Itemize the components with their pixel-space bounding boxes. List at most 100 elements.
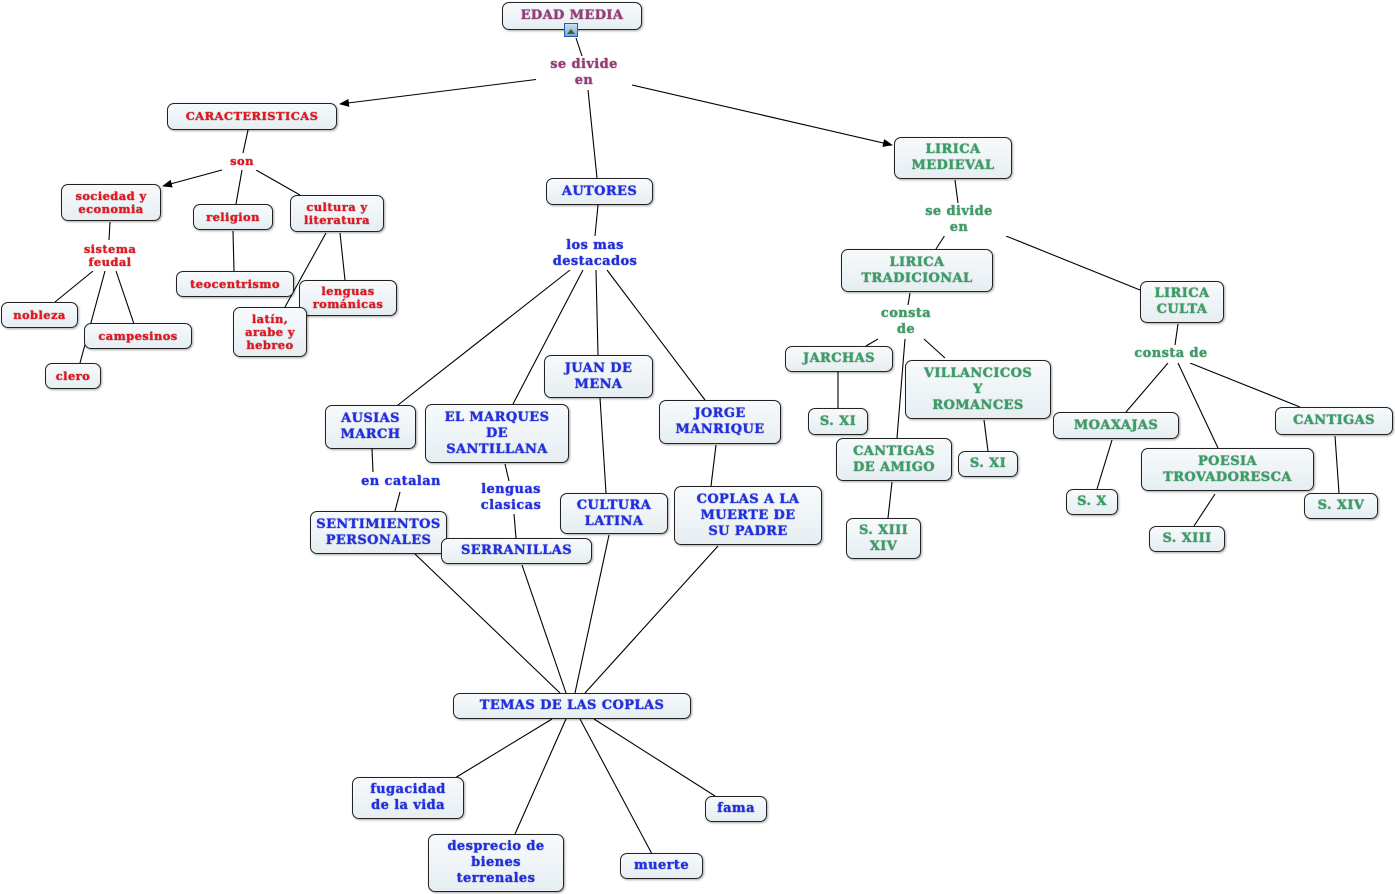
node-villancicos-romances[interactable]: VILLANCICOS Y ROMANCES — [905, 360, 1051, 419]
connector-line — [339, 232, 346, 281]
link-label-en-catalan: en catalan — [345, 473, 457, 491]
link-label-sistema-feudal: sistema feudal — [72, 241, 148, 271]
node-moaxajas[interactable]: MOAXAJAS — [1053, 412, 1179, 439]
connector-line — [521, 564, 567, 694]
connector-line — [242, 129, 249, 154]
connector-line — [606, 269, 706, 401]
link-label-los-mas-destacados: los mas destacados — [535, 237, 655, 270]
connector-line — [162, 169, 223, 188]
connector-line — [574, 534, 610, 694]
node-cantigas[interactable]: CANTIGAS — [1275, 407, 1393, 435]
connector-line — [595, 269, 599, 356]
node-muerte[interactable]: muerte — [620, 853, 703, 879]
node-religion[interactable]: religion — [193, 204, 273, 230]
connector-line — [115, 270, 135, 325]
connector-line — [513, 513, 517, 539]
connector-line — [593, 718, 716, 797]
node-lirica-medieval[interactable]: LIRICA MEDIEVAL — [894, 137, 1012, 179]
node-jarchas[interactable]: JARCHAS — [785, 346, 893, 372]
node-caracteristicas[interactable]: CARACTERISTICAS — [167, 103, 337, 130]
node-coplas-muerte-padre[interactable]: COPLAS A LA MUERTE DE SU PADRE — [674, 486, 822, 545]
connector-line — [575, 37, 583, 57]
link-label-se-divide: se divide en — [536, 56, 632, 90]
node-fugacidad-vida[interactable]: fugacidad de la vida — [352, 777, 464, 819]
connector-line — [1177, 362, 1219, 449]
connector-line — [631, 84, 893, 147]
link-label-consta-de-culta: consta de — [1120, 345, 1222, 363]
node-jorge-manrique[interactable]: JORGE MANRIQUE — [659, 400, 781, 444]
node-autores[interactable]: AUTORES — [546, 178, 653, 205]
node-campesinos[interactable]: campesinos — [84, 323, 192, 349]
link-label-lenguas-clasicas: lenguas clasicas — [468, 481, 554, 514]
connector-line — [232, 230, 235, 272]
connector-line — [54, 270, 94, 303]
connector-line — [235, 169, 243, 205]
connector-line — [907, 292, 911, 306]
node-clero[interactable]: clero — [45, 363, 101, 389]
connector-line — [710, 444, 717, 487]
node-sentimientos-personales[interactable]: SENTIMIENTOS PERSONALES — [310, 511, 447, 554]
node-lirica-culta[interactable]: LIRICA CULTA — [1140, 281, 1224, 323]
connector-line — [983, 419, 989, 452]
connector-line — [1125, 362, 1169, 413]
node-s-x[interactable]: S. X — [1066, 489, 1118, 515]
connector-line — [1193, 493, 1216, 527]
node-fama[interactable]: fama — [705, 796, 767, 822]
connector-line — [514, 718, 567, 835]
node-cultura-literatura[interactable]: cultura y literatura — [290, 195, 384, 232]
connector-line — [512, 269, 584, 405]
node-desprecio-bienes[interactable]: desprecio de bienes terrenales — [428, 834, 564, 892]
node-cantigas-amigo[interactable]: CANTIGAS DE AMIGO — [836, 438, 952, 481]
node-marques-santillana[interactable]: EL MARQUES DE SANTILLANA — [425, 404, 569, 463]
connector-line — [579, 718, 653, 855]
node-nobleza[interactable]: nobleza — [1, 302, 78, 328]
connector-line — [79, 270, 106, 364]
node-teocentrismo[interactable]: teocentrismo — [176, 271, 294, 297]
link-label-se-divide-en: se divide en — [910, 203, 1008, 236]
node-sociedad-economia[interactable]: sociedad y economia — [61, 184, 161, 221]
connector-line — [923, 338, 946, 359]
image-icon[interactable] — [564, 23, 578, 37]
connector-line — [587, 89, 598, 179]
connector-line — [397, 269, 571, 406]
node-s-xiv[interactable]: S. XIV — [1304, 493, 1378, 519]
node-lenguas-romanicas[interactable]: lenguas románicas — [299, 280, 397, 316]
node-s-xi-jarchas[interactable]: S. XI — [808, 408, 868, 435]
connector-line — [1096, 439, 1113, 490]
node-cultura-latina[interactable]: CULTURA LATINA — [560, 493, 668, 534]
node-temas-coplas[interactable]: TEMAS DE LAS COPLAS — [453, 693, 691, 719]
node-s-xi-villancicos[interactable]: S. XI — [958, 451, 1018, 477]
node-s-xiii[interactable]: S. XIII — [1149, 526, 1225, 552]
connector-line — [865, 338, 879, 347]
connector-line — [887, 481, 893, 519]
connector-line — [339, 78, 541, 107]
connector-line — [371, 448, 374, 473]
connector-line — [599, 397, 607, 494]
connector-line — [1334, 435, 1340, 494]
connector-line — [594, 204, 599, 237]
connector-line — [896, 338, 906, 439]
node-lirica-tradicional[interactable]: LIRICA TRADICIONAL — [841, 249, 993, 292]
connector-line — [454, 718, 553, 779]
node-latin-arabe-hebreo[interactable]: latín, arabe y hebreo — [233, 307, 307, 357]
node-juan-de-mena[interactable]: JUAN DE MENA — [544, 355, 653, 398]
connector-line — [1005, 235, 1141, 291]
connector-line — [1189, 362, 1301, 408]
link-label-son: son — [222, 153, 262, 170]
node-serranillas[interactable]: SERRANILLAS — [441, 538, 592, 564]
connector-line — [584, 545, 719, 694]
connector-line — [394, 491, 401, 512]
node-poesia-trovadoresca[interactable]: POESIA TROVADORESCA — [1141, 448, 1314, 491]
connector-line — [954, 179, 959, 204]
node-s-xiii-xiv[interactable]: S. XIII XIV — [846, 518, 921, 559]
link-label-consta-de: consta de — [870, 305, 942, 338]
connector-line — [935, 234, 946, 250]
connector-line — [1174, 323, 1179, 346]
connector-line — [504, 463, 510, 482]
connector-line — [108, 221, 111, 241]
connector-line — [414, 553, 561, 694]
connector-line — [255, 169, 301, 196]
node-ausias-march[interactable]: AUSIAS MARCH — [325, 405, 416, 449]
